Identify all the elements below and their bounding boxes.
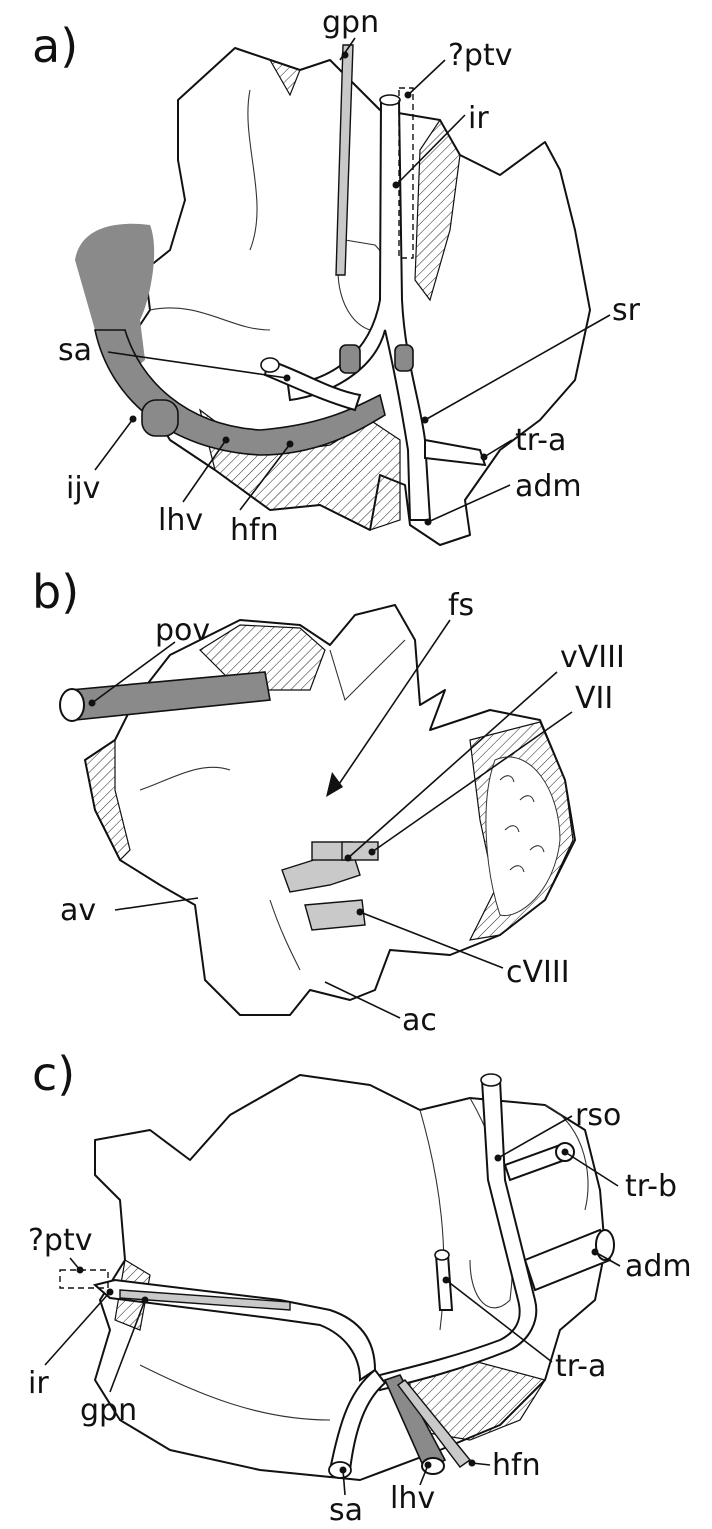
label-b-fs: fs xyxy=(448,588,474,623)
label-a-adm: adm xyxy=(515,469,582,504)
label-b-vviii: vVIII xyxy=(560,640,625,675)
label-b-av: av xyxy=(60,893,96,928)
panel-a-ijv-stub xyxy=(142,400,178,436)
panel-c-letter: c) xyxy=(32,1047,75,1101)
label-c-adm: adm xyxy=(625,1249,692,1284)
panel-a-sa-opening xyxy=(261,358,279,372)
label-a-ir: ir xyxy=(468,101,489,136)
panel-c-adm-opening xyxy=(596,1230,614,1260)
panel-a-ir-opening xyxy=(380,95,400,105)
label-a-ptv: ?ptv xyxy=(448,38,512,73)
panel-b: b) pov fs vVIII VII av cVIII ac xyxy=(32,565,625,1038)
label-c-lhv: lhv xyxy=(390,1481,435,1516)
label-a-sr: sr xyxy=(612,293,641,328)
panel-a-letter: a) xyxy=(32,19,78,73)
label-c-sa: sa xyxy=(329,1493,363,1528)
label-c-tra: tr-a xyxy=(555,1349,606,1384)
label-c-ptv: ?ptv xyxy=(28,1223,92,1258)
panel-b-letter: b) xyxy=(32,565,79,619)
label-c-trb: tr-b xyxy=(625,1169,677,1204)
label-a-ijv: ijv xyxy=(66,471,100,506)
panel-c-tra-opening xyxy=(435,1250,449,1260)
label-a-tra: tr-a xyxy=(515,423,566,458)
panel-c: c) rso tr-b adm ?ptv xyxy=(28,1047,692,1528)
label-b-cviii: cVIII xyxy=(506,955,570,990)
panel-a-grey-stub xyxy=(340,345,360,373)
label-a-lhv: lhv xyxy=(158,503,203,538)
label-c-gpn: gpn xyxy=(80,1393,137,1428)
panel-b-pov-opening xyxy=(60,689,84,721)
label-b-ac: ac xyxy=(402,1003,437,1038)
label-a-hfn: hfn xyxy=(230,513,279,548)
panel-b-cviii-stub xyxy=(305,900,365,930)
label-c-ir: ir xyxy=(28,1366,49,1401)
label-b-vii: VII xyxy=(575,681,613,716)
label-b-pov: pov xyxy=(155,613,210,648)
label-c-hfn: hfn xyxy=(492,1448,541,1483)
label-a-gpn: gpn xyxy=(322,5,379,40)
panel-a-grey-stub-2 xyxy=(395,345,413,371)
panel-a: a) gpn ?ptv ir sr xyxy=(32,5,641,548)
label-a-sa: sa xyxy=(58,333,92,368)
label-c-rso: rso xyxy=(575,1098,621,1133)
panel-c-rso-opening xyxy=(481,1074,501,1086)
